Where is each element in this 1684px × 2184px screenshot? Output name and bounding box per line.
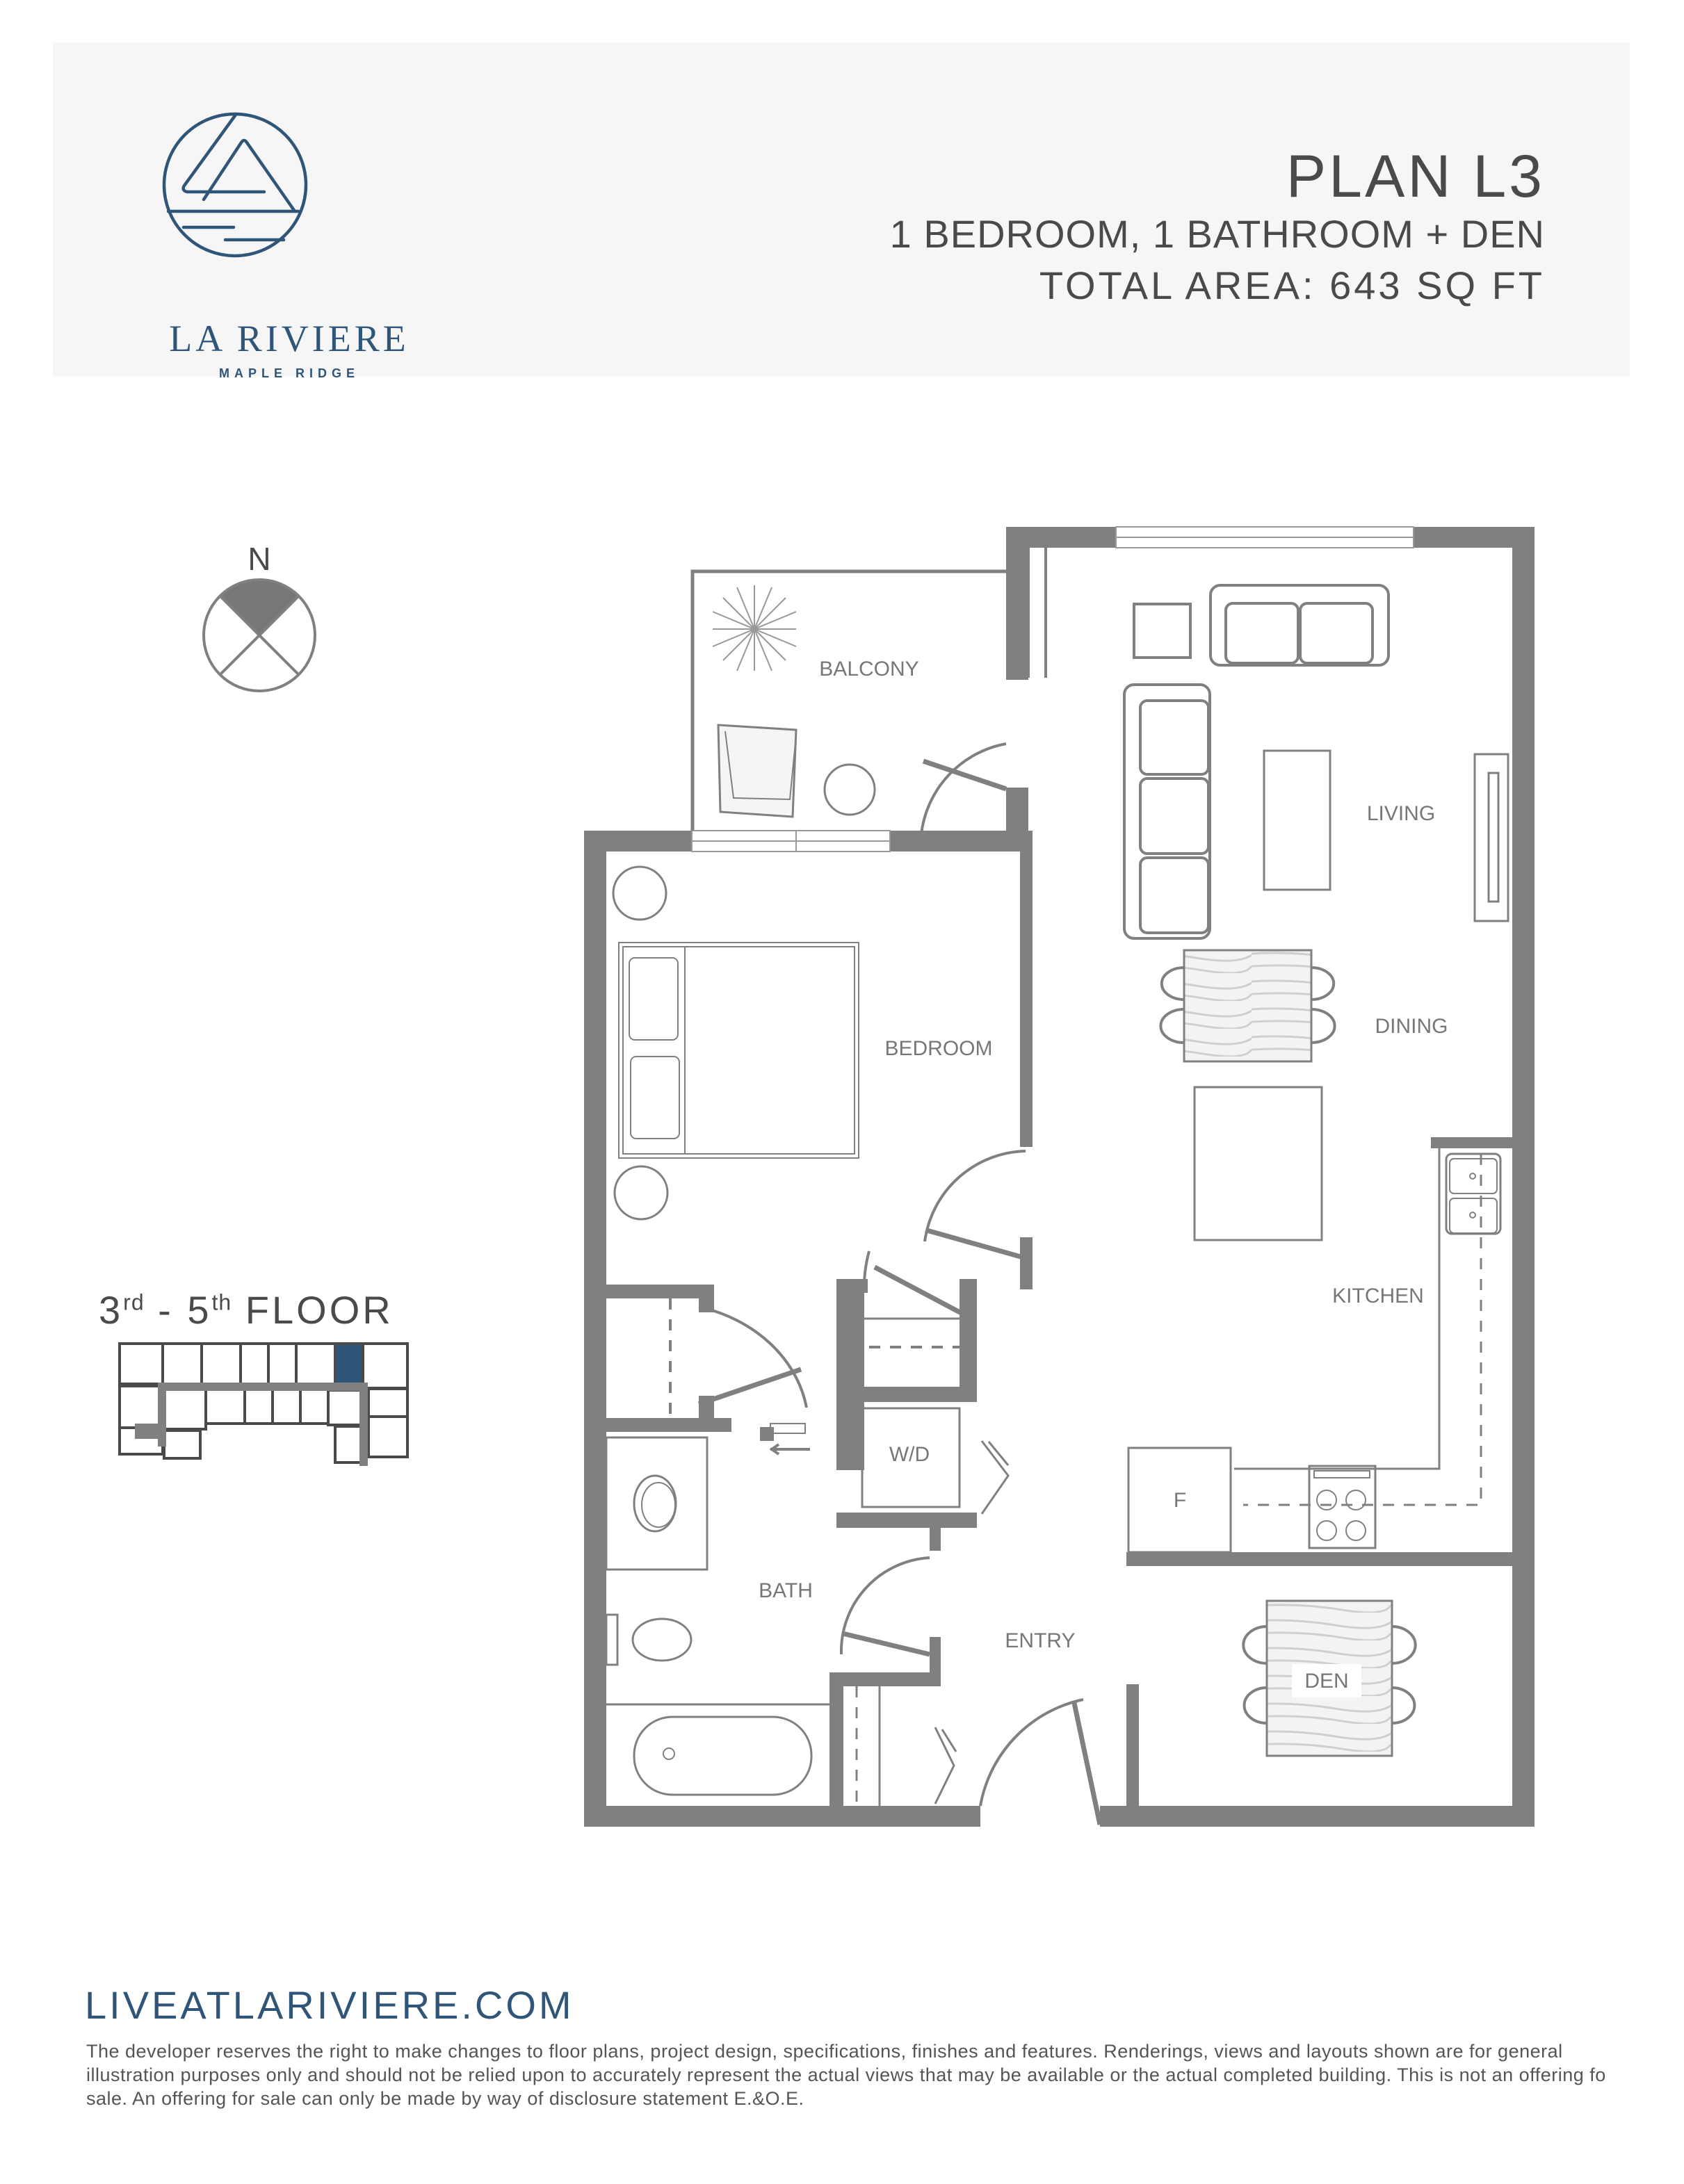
room-label-bath: BATH: [759, 1579, 813, 1602]
windows: [691, 526, 1414, 852]
room-label-balcony: BALCONY: [819, 658, 918, 681]
room-label-entry: ENTRY: [1005, 1629, 1075, 1652]
floor-end-number: - 5: [144, 1288, 212, 1332]
brand-subtitle: MAPLE RIDGE: [218, 366, 359, 380]
brand-name: LA RIVIERE: [169, 318, 410, 359]
room-label-wd: W/D: [889, 1443, 930, 1466]
room-label-fridge: F: [1174, 1489, 1186, 1512]
fixtures: [605, 548, 1509, 1825]
legal-disclaimer: The developer reserves the right to make…: [86, 2041, 1606, 2109]
la-riviere-logo-icon: [162, 112, 308, 258]
north-compass-icon: N: [202, 541, 316, 692]
walls: [584, 527, 1535, 1827]
floor-start-suffix: rd: [123, 1289, 145, 1315]
plan-title: PLAN L3: [1286, 143, 1545, 210]
website-link[interactable]: LIVEATLARIVIERE.COM: [85, 1983, 574, 2027]
room-label-kitchen: KITCHEN: [1332, 1285, 1424, 1307]
room-label-dining: DINING: [1375, 1015, 1448, 1038]
room-label-den: DEN: [1304, 1670, 1348, 1693]
building-key-plan: [118, 1342, 409, 1466]
highlighted-unit: [334, 1342, 364, 1385]
floor-label: FLOOR: [232, 1288, 394, 1332]
floor-end-suffix: th: [211, 1289, 232, 1315]
header-banner: LA RIVIERE MAPLE RIDGE PLAN L3 1 BEDROOM…: [53, 42, 1630, 380]
room-label-bedroom: BEDROOM: [884, 1037, 992, 1060]
plan-total-area: TOTAL AREA: 643 SQ FT: [1039, 263, 1545, 307]
plant-icon: [712, 585, 797, 671]
floor-start-number: 3: [99, 1288, 124, 1332]
brand-logo: LA RIVIERE MAPLE RIDGE: [53, 42, 470, 380]
plan-room-summary: 1 BEDROOM, 1 BATHROOM + DEN: [889, 212, 1545, 256]
compass-north-label: N: [248, 541, 270, 577]
room-label-living: LIVING: [1367, 802, 1435, 825]
floor-range-title: 3rd - 5th FLOOR: [99, 1287, 394, 1333]
